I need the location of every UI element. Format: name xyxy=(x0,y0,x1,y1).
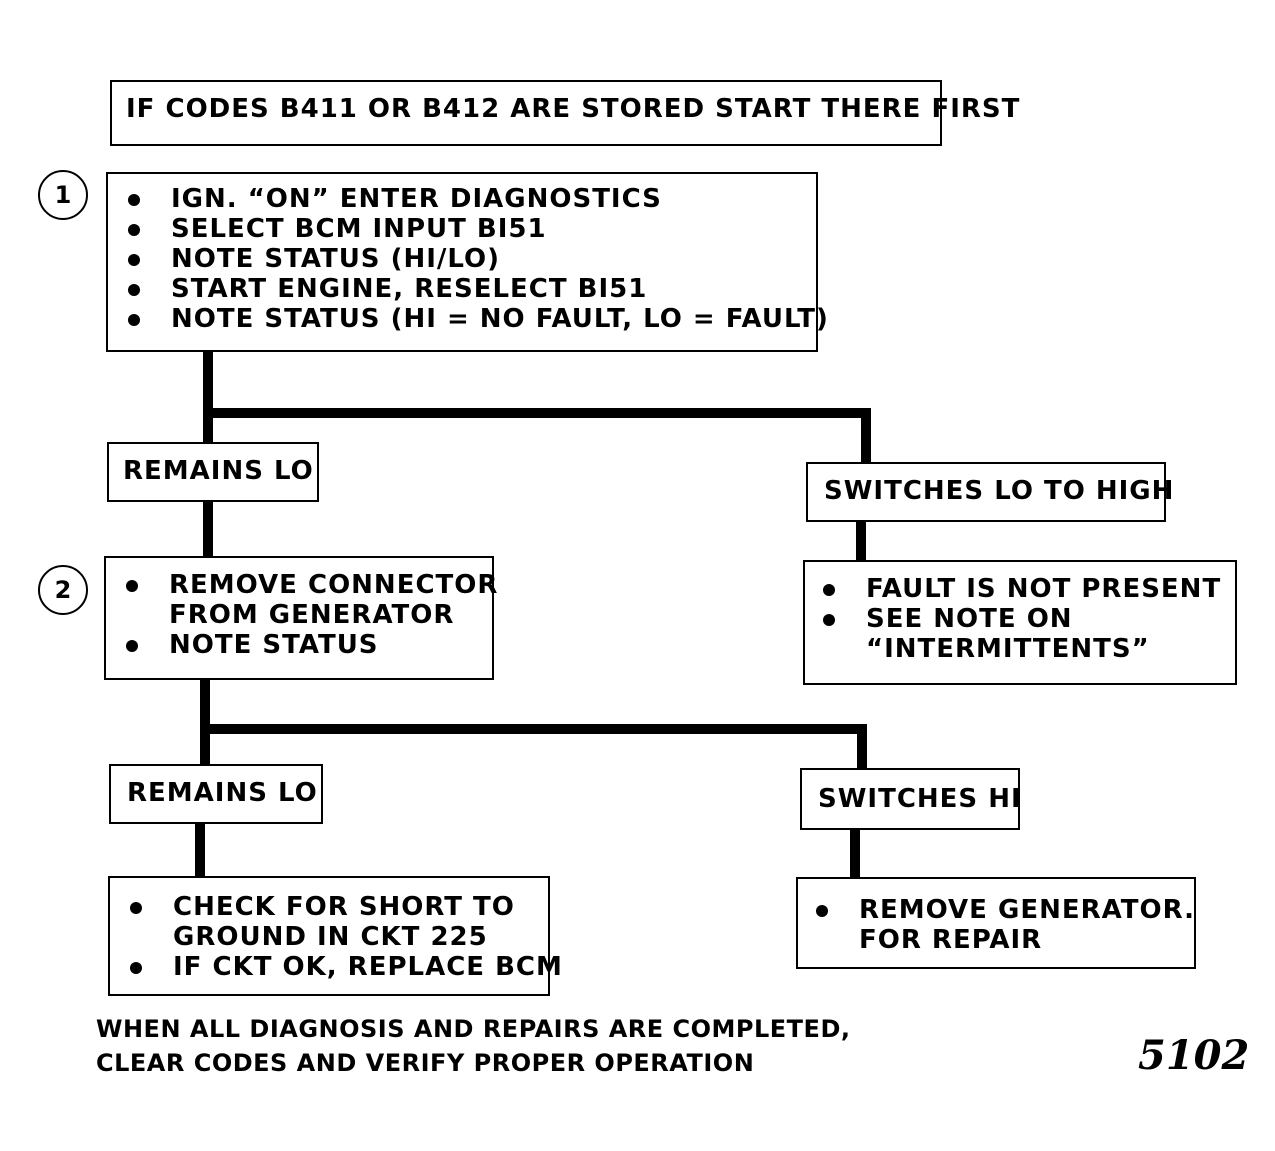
see-note-item: SEE NOTE ON “INTERMITTENTS” xyxy=(821,604,1235,664)
remains-lo-box-1: REMAINS LO xyxy=(107,442,319,502)
item-line: SEE NOTE ON xyxy=(866,604,1073,634)
footer-note: WHEN ALL DIAGNOSIS AND REPAIRS ARE COMPL… xyxy=(96,1012,851,1080)
remove-generator-item: REMOVE GENERATOR. FOR REPAIR xyxy=(814,895,1194,955)
header-text: IF CODES B411 OR B412 ARE STORED START T… xyxy=(126,94,1021,124)
connector-branch1-right-down xyxy=(861,408,871,464)
step-2-number: 2 xyxy=(54,576,72,604)
connector-remains-lo-1-to-step2 xyxy=(203,500,213,558)
item-line: GROUND IN CKT 225 xyxy=(173,922,488,952)
step-1-item: IGN. “ON” ENTER DIAGNOSTICS xyxy=(126,184,816,214)
check-short-box: CHECK FOR SHORT TO GROUND IN CKT 225 IF … xyxy=(108,876,563,996)
step-1-item: NOTE STATUS (HI/LO) xyxy=(126,244,816,274)
remove-generator-list: REMOVE GENERATOR. FOR REPAIR xyxy=(814,895,1194,955)
step-2-marker: 2 xyxy=(38,565,88,615)
step-2-item: NOTE STATUS xyxy=(124,630,492,660)
step-2-list: REMOVE CONNECTOR FROM GENERATOR NOTE STA… xyxy=(124,570,499,660)
connector-branch1-horizontal xyxy=(203,408,871,418)
remains-lo-label-1: REMAINS LO xyxy=(123,456,314,486)
item-line: REMOVE GENERATOR. xyxy=(859,895,1195,925)
step-1-marker: 1 xyxy=(38,170,88,220)
footer-line: CLEAR CODES AND VERIFY PROPER OPERATION xyxy=(96,1049,755,1077)
footer-line: WHEN ALL DIAGNOSIS AND REPAIRS ARE COMPL… xyxy=(96,1015,851,1043)
item-line: FAULT IS NOT PRESENT xyxy=(866,574,1222,604)
connector-branch2-right-down xyxy=(857,724,867,769)
check-short-list: CHECK FOR SHORT TO GROUND IN CKT 225 IF … xyxy=(128,892,563,982)
switches-lo-to-high-label: SWITCHES LO TO HIGH xyxy=(824,476,1175,506)
connector-switches-hi-to-result xyxy=(850,828,860,880)
figure-number: 5102 xyxy=(1138,1032,1250,1079)
step-1-number: 1 xyxy=(54,181,72,209)
item-line: IF CKT OK, REPLACE BCM xyxy=(173,952,563,982)
fault-not-present-item: FAULT IS NOT PRESENT xyxy=(821,574,1235,604)
remains-lo-label-2: REMAINS LO xyxy=(127,778,318,808)
step-1-item: SELECT BCM INPUT BI51 xyxy=(126,214,816,244)
step-1-list: IGN. “ON” ENTER DIAGNOSTICS SELECT BCM I… xyxy=(126,184,828,334)
item-line: “INTERMITTENTS” xyxy=(866,634,1150,664)
step-2-box: REMOVE CONNECTOR FROM GENERATOR NOTE STA… xyxy=(104,556,499,680)
step-1-item: NOTE STATUS (HI = NO FAULT, LO = FAULT) xyxy=(126,304,828,334)
step-1-box: IGN. “ON” ENTER DIAGNOSTICS SELECT BCM I… xyxy=(106,172,828,352)
fault-not-present-list: FAULT IS NOT PRESENT SEE NOTE ON “INTERM… xyxy=(821,574,1235,664)
connector-step2-down xyxy=(200,678,210,768)
step-2-item: REMOVE CONNECTOR FROM GENERATOR xyxy=(124,570,499,630)
item-line: NOTE STATUS xyxy=(169,630,379,660)
item-line: REMOVE CONNECTOR xyxy=(169,570,499,600)
item-line: CHECK FOR SHORT TO xyxy=(173,892,515,922)
remains-lo-box-2: REMAINS LO xyxy=(109,764,323,824)
connector-branch2-horizontal xyxy=(200,724,867,734)
check-short-item: CHECK FOR SHORT TO GROUND IN CKT 225 xyxy=(128,892,548,952)
switches-hi-label: SWITCHES HI xyxy=(818,784,1022,814)
fault-not-present-box: FAULT IS NOT PRESENT SEE NOTE ON “INTERM… xyxy=(803,560,1237,685)
switches-lo-to-high-box: SWITCHES LO TO HIGH xyxy=(806,462,1175,522)
item-line: FROM GENERATOR xyxy=(169,600,455,630)
connector-remains-lo-2-to-result xyxy=(195,820,205,878)
connector-step1-down xyxy=(203,350,213,445)
header-box: IF CODES B411 OR B412 ARE STORED START T… xyxy=(110,80,1021,146)
switches-hi-box: SWITCHES HI xyxy=(800,768,1022,830)
step-1-item: START ENGINE, RESELECT BI51 xyxy=(126,274,816,304)
item-line: FOR REPAIR xyxy=(859,925,1043,955)
replace-bcm-item: IF CKT OK, REPLACE BCM xyxy=(128,952,563,982)
remove-generator-box: REMOVE GENERATOR. FOR REPAIR xyxy=(796,877,1196,969)
connector-switches-high-to-result xyxy=(856,520,866,562)
